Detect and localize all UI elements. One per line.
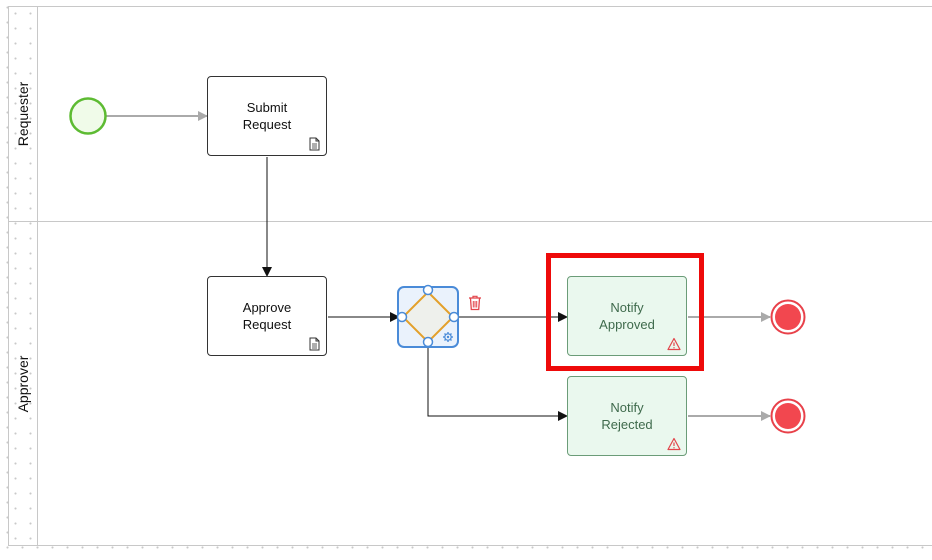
flow-gateway-to-notify-rejected[interactable] [427,348,568,421]
start-event[interactable] [69,97,107,135]
document-icon [309,337,320,351]
end-event-rejected[interactable] [770,398,806,434]
connection-handle-top[interactable] [422,284,434,296]
end-event-approved[interactable] [770,299,806,335]
document-icon [309,137,320,151]
lane-divider [8,221,932,222]
trash-icon[interactable] [468,295,482,311]
task-notify-approved[interactable]: Notify Approved [567,276,687,356]
task-notify-rejected[interactable]: Notify Rejected [567,376,687,456]
task-approve-request[interactable]: Approve Request [207,276,327,356]
task-label: Submit Request [242,100,292,132]
connection-handle-right[interactable] [448,311,460,323]
lane-header-column [8,6,38,546]
task-submit-request[interactable]: Submit Request [207,76,327,156]
task-label: Approve Request [242,300,292,332]
connection-handle-left[interactable] [396,311,408,323]
warning-icon [667,437,681,451]
warning-icon [667,337,681,351]
gear-icon[interactable] [443,332,453,342]
connection-handle-bottom[interactable] [422,336,434,348]
pool [8,6,932,546]
task-label: Notify Rejected [601,400,653,432]
task-label: Notify Approved [599,300,655,332]
